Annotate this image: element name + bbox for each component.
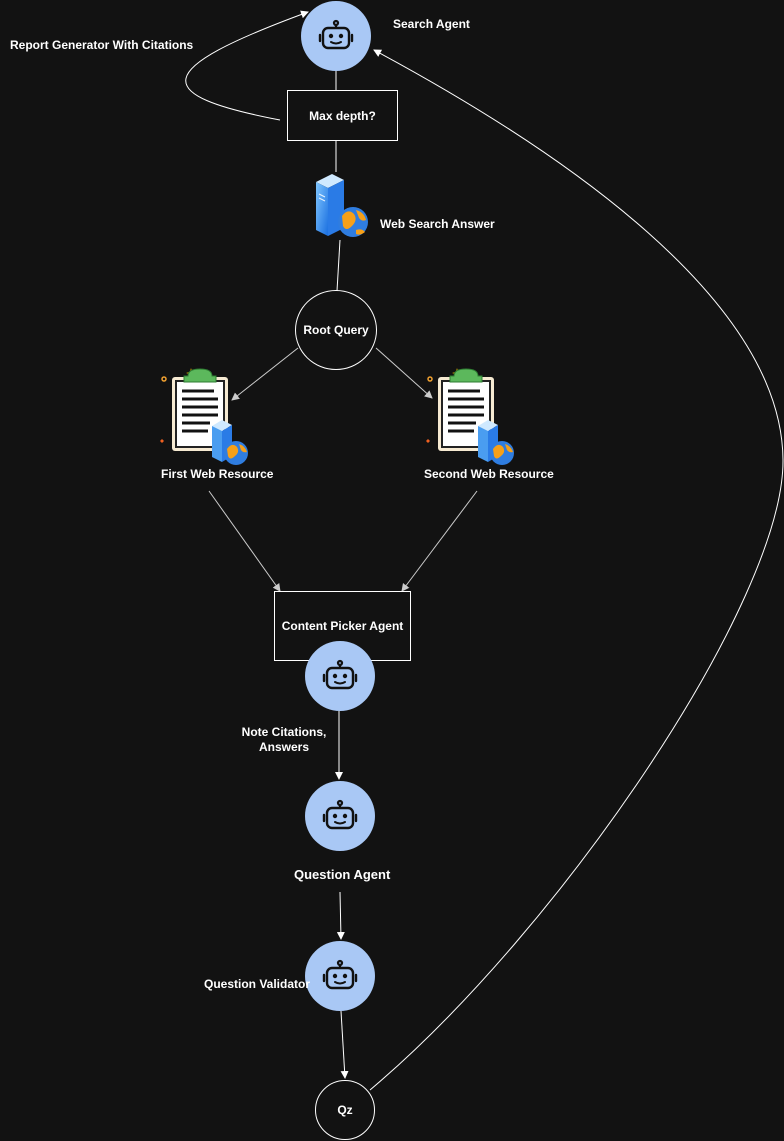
edge-qz-to-search-agent: [369, 49, 784, 1091]
question-validator-node[interactable]: [305, 941, 375, 1011]
root-query-node[interactable]: Root Query: [295, 290, 377, 370]
search-agent-node[interactable]: [301, 1, 371, 71]
root-query-label: Root Query: [303, 323, 369, 337]
max-depth-box[interactable]: Max depth?: [287, 90, 398, 141]
edge-web-search-to-root-query: [336, 239, 341, 292]
question-agent-label: Question Agent: [294, 867, 391, 882]
edge-root-to-second-resource: [375, 347, 433, 399]
edge-maxdepth-to-search-agent: [185, 10, 309, 121]
edge-question-agent-to-validator: [336, 891, 345, 940]
web-server-globe-icon: [316, 174, 368, 237]
clipboard-document-icon: [426, 368, 514, 465]
max-depth-label: Max depth?: [309, 108, 376, 123]
web-search-answer-label: Web Search Answer: [380, 217, 495, 231]
report-generator-label: Report Generator With Citations: [10, 38, 194, 52]
second-web-resource-label: Second Web Resource: [424, 467, 554, 481]
robot-icon: [322, 659, 358, 690]
edge-first-resource-to-content-picker: [208, 490, 281, 592]
first-web-resource-label: First Web Resource: [161, 467, 274, 481]
qz-node[interactable]: Qz: [315, 1080, 375, 1140]
edge-second-resource-to-content-picker: [401, 490, 478, 592]
search-agent-label: Search Agent: [393, 17, 470, 31]
edge-root-to-first-resource: [231, 347, 299, 401]
robot-icon: [322, 959, 358, 990]
question-agent-node[interactable]: [305, 781, 375, 851]
note-citations-label: Note Citations, Answers: [241, 725, 327, 754]
question-validator-label: Question Validator: [204, 977, 311, 991]
edge-validator-to-qz: [340, 1010, 349, 1079]
robot-icon: [322, 799, 358, 830]
clipboard-document-icon: [160, 368, 248, 465]
content-picker-agent-label: Content Picker Agent: [281, 619, 404, 633]
robot-icon: [318, 19, 354, 50]
qz-label: Qz: [337, 1103, 353, 1117]
content-picker-agent-node[interactable]: [305, 641, 375, 711]
